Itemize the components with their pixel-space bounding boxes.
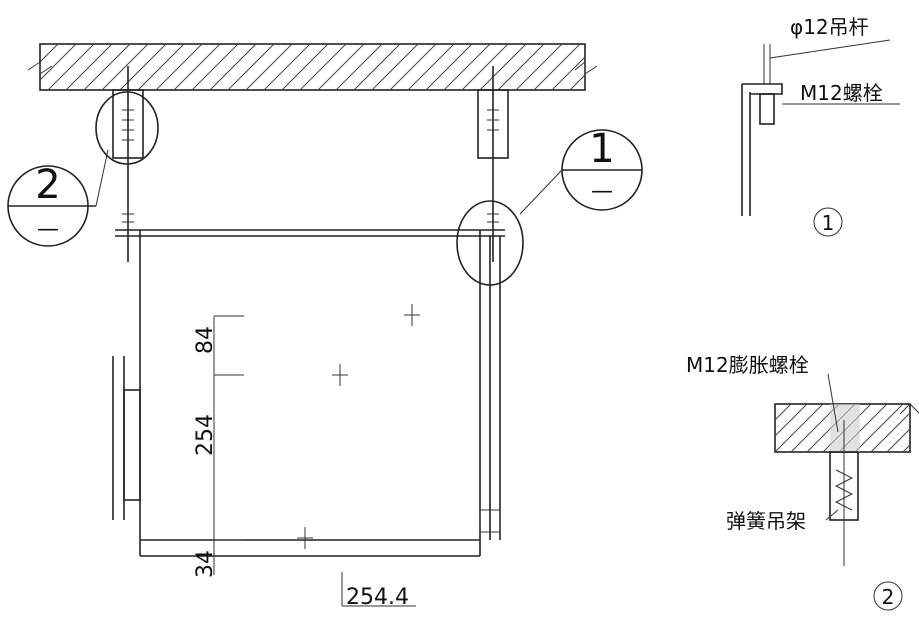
detail-1	[741, 39, 900, 237]
hatch-line	[461, 44, 509, 90]
hatch-line	[551, 56, 585, 90]
hatch-line	[47, 44, 95, 90]
hatch-line	[317, 44, 365, 90]
hatch-line	[155, 44, 203, 90]
hatch-line	[83, 44, 131, 90]
hatch-line	[854, 404, 904, 452]
callout-right-number: 1	[589, 126, 614, 172]
hatch-line	[353, 44, 401, 90]
hatch-line	[870, 412, 910, 452]
hatch-line	[425, 44, 473, 90]
hatch-line	[497, 44, 545, 90]
hatch-line	[335, 44, 383, 90]
hatch-line	[569, 74, 585, 90]
callout-left	[7, 91, 159, 247]
hatch-line	[65, 44, 113, 90]
label-bolt: M12螺栓	[800, 81, 883, 105]
callout-right-sub: —	[591, 179, 613, 204]
hatch-line	[227, 44, 275, 90]
hatch-line	[137, 44, 185, 90]
hatch-line	[40, 44, 41, 45]
hatch-line	[886, 428, 910, 452]
hatch-line	[40, 44, 59, 63]
label-spring-hanger: 弹簧吊架	[726, 509, 806, 533]
dimension-lines	[213, 315, 416, 607]
callout-left-sub: —	[37, 217, 59, 242]
hatch-line	[479, 44, 527, 90]
hatch-line	[263, 44, 311, 90]
hatch-line	[533, 44, 581, 90]
duct-body	[112, 229, 505, 557]
hatch-line	[191, 44, 239, 90]
hatch-line	[443, 44, 491, 90]
dim-254: 254	[193, 414, 218, 456]
hatch-line	[407, 44, 455, 90]
hatch-line	[209, 44, 257, 90]
detail-2	[774, 373, 919, 611]
detail-2-number: 2	[882, 585, 895, 609]
label-rod: φ12吊杆	[790, 15, 869, 39]
label-expansion-bolt: M12膨胀螺栓	[686, 353, 809, 377]
detail-1-number: 1	[822, 211, 835, 235]
dim-84: 84	[193, 326, 218, 354]
hatch-line	[775, 404, 824, 452]
ceiling-slab	[27, 43, 598, 91]
hatch-line	[173, 44, 221, 90]
callout-right	[456, 129, 643, 286]
hatch-line	[101, 44, 149, 90]
hatch-line	[515, 44, 563, 90]
hatch-line	[245, 44, 293, 90]
hatch-line	[40, 44, 77, 81]
dim-254-4: 254.4	[346, 585, 409, 610]
hatch-line	[119, 44, 167, 90]
hatch-line	[371, 44, 419, 90]
hatch-line	[775, 404, 776, 405]
hatch-line	[281, 44, 329, 90]
hatch-line	[775, 404, 792, 421]
dim-34: 34	[193, 550, 218, 578]
callout-left-number: 2	[35, 162, 60, 208]
hatch-line	[389, 44, 437, 90]
right-hanger	[477, 66, 509, 262]
hatch-line	[775, 404, 808, 437]
hatch-line	[299, 44, 347, 90]
